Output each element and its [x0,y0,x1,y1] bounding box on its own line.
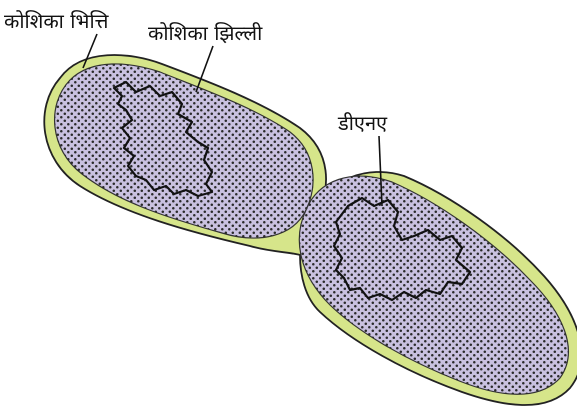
label-dna: डीएनए [337,111,388,135]
label-cell-wall: कोशिका भित्ति [4,9,110,33]
label-cell-membrane: कोशिका झिल्ली [148,21,263,45]
